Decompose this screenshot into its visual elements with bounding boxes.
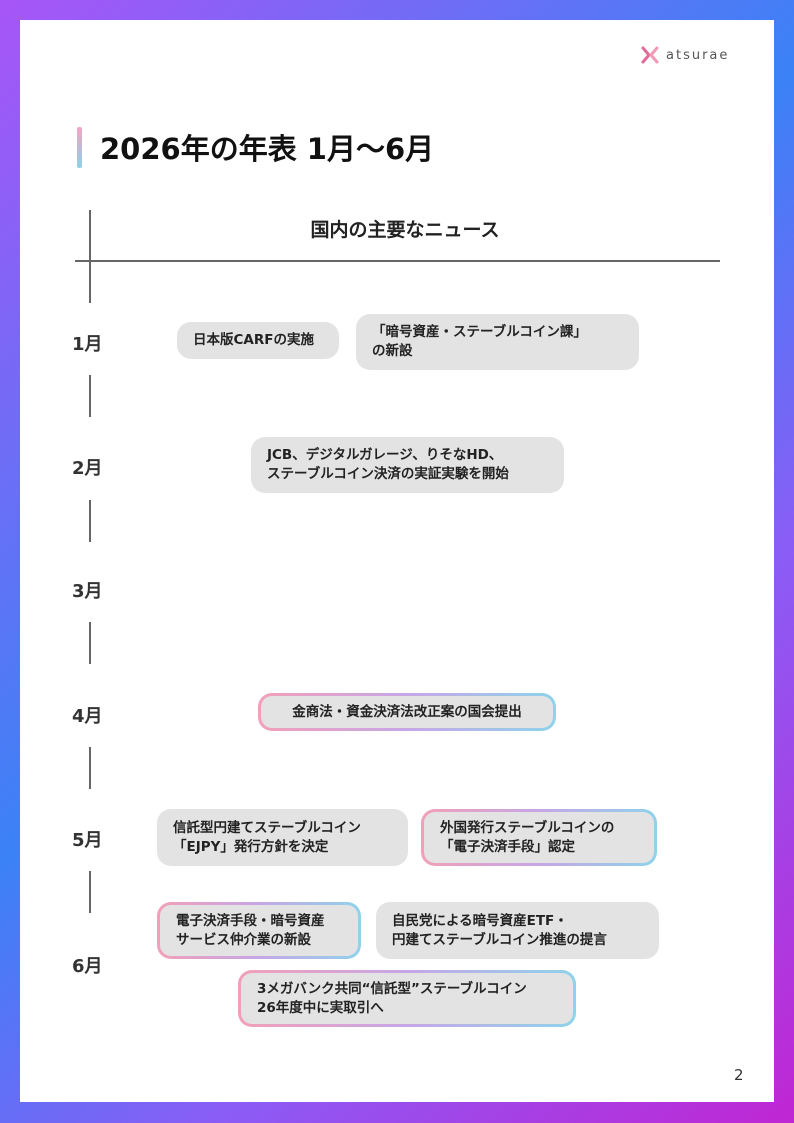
event-text: 3メガバンク共同“信託型”ステーブルコイン 26年度中に実取引へ — [257, 980, 527, 1016]
timeline-tick — [89, 871, 91, 913]
page-title: 2026年の年表 1月〜6月 — [100, 132, 435, 166]
timeline-tick — [89, 500, 91, 542]
event-text: 外国発行ステーブルコインの 「電子決済手段」認定 — [440, 819, 615, 855]
page-number: 2 — [734, 1066, 744, 1084]
brand-logo: atsurae — [640, 45, 729, 65]
timeline-tick — [89, 375, 91, 417]
logo-text: atsurae — [666, 47, 730, 63]
timeline-tick — [89, 622, 91, 664]
month-label-jan: 1月 — [72, 334, 103, 355]
event-box-may-ejpy: 信託型円建てステーブルコイン 「EJPY」発行方針を決定 — [157, 809, 408, 866]
section-header: 国内の主要なニュース — [310, 219, 500, 241]
document-page: atsurae 2026年の年表 1月〜6月 国内の主要なニュース 1月 2月 … — [20, 20, 774, 1102]
title-accent-bar — [77, 127, 82, 168]
event-text: 信託型円建てステーブルコイン 「EJPY」発行方針を決定 — [173, 819, 361, 855]
event-box-jan-carf: 日本版CARFの実施 — [177, 322, 339, 359]
month-label-jun: 6月 — [72, 956, 103, 977]
month-label-may: 5月 — [72, 830, 103, 851]
event-text: 日本版CARFの実施 — [193, 332, 314, 348]
event-box-feb-pilot: JCB、デジタルガレージ、りそなHD、 ステーブルコイン決済の実証実験を開始 — [251, 437, 564, 493]
event-text: 「暗号資産・ステーブルコイン課」 の新設 — [372, 324, 587, 359]
event-text: 電子決済手段・暗号資産 サービス仲介業の新設 — [176, 912, 325, 948]
logo-mark-icon — [641, 46, 659, 64]
month-label-apr: 4月 — [72, 706, 103, 727]
month-label-feb: 2月 — [72, 458, 103, 479]
event-text: JCB、デジタルガレージ、りそなHD、 ステーブルコイン決済の実証実験を開始 — [267, 447, 509, 482]
header-divider — [75, 260, 720, 262]
event-box-jan-division: 「暗号資産・ステーブルコイン課」 の新設 — [356, 314, 639, 370]
month-label-mar: 3月 — [72, 581, 103, 602]
event-text: 自民党による暗号資産ETF・ 円建てステーブルコイン推進の提言 — [392, 912, 607, 948]
event-box-jun-megabanks: 3メガバンク共同“信託型”ステーブルコイン 26年度中に実取引へ — [238, 970, 576, 1027]
event-text: 金商法・資金決済法改正案の国会提出 — [292, 703, 522, 720]
timeline-tick — [89, 747, 91, 789]
event-box-jun-ldp: 自民党による暗号資産ETF・ 円建てステーブルコイン推進の提言 — [376, 902, 659, 959]
event-box-jun-intermediary: 電子決済手段・暗号資産 サービス仲介業の新設 — [157, 902, 361, 959]
timeline-axis-top — [89, 210, 91, 303]
event-box-apr-bill: 金商法・資金決済法改正案の国会提出 — [258, 693, 556, 731]
event-box-may-foreign: 外国発行ステーブルコインの 「電子決済手段」認定 — [421, 809, 657, 866]
